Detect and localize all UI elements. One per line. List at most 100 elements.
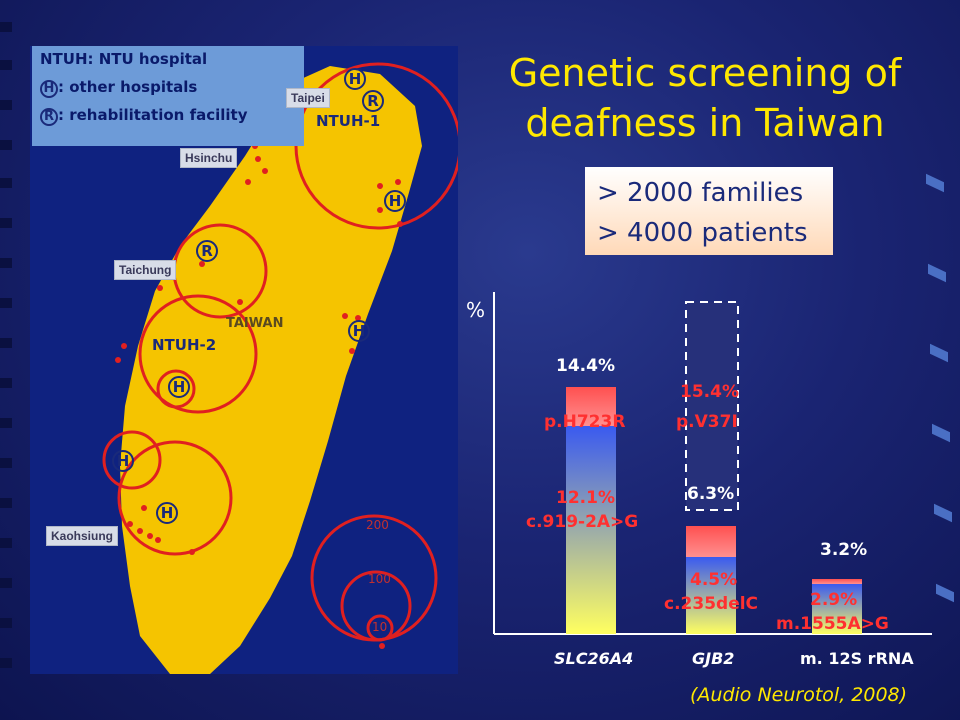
- title-line-2: deafness in Taiwan: [525, 101, 885, 145]
- coverage-circle: [156, 369, 196, 409]
- left-edge-stripe: [0, 658, 12, 668]
- left-edge-stripe: [0, 538, 12, 548]
- site-dot: [189, 549, 195, 555]
- value-label-gjb2-15-4: 15.4%: [680, 382, 739, 402]
- city-label-taipei: Taipei: [286, 88, 330, 108]
- value-label-slc26a4-12-1: 12.1%: [556, 488, 615, 508]
- site-dot: [147, 533, 153, 539]
- site-dot: [157, 285, 163, 291]
- site-dot: [255, 156, 261, 162]
- site-dot: [397, 221, 403, 227]
- left-edge-stripe: [0, 378, 12, 388]
- hospital-icon: H: [168, 376, 190, 398]
- city-label-taichung: Taichung: [114, 260, 177, 280]
- scale-circle-10: [366, 614, 394, 642]
- legend-other-hospitals: H: other hospitals: [40, 78, 197, 98]
- left-edge-stripe: [0, 258, 12, 268]
- site-dot: [377, 207, 383, 213]
- coverage-circle: [102, 430, 162, 490]
- legend-other-hospitals-label: : other hospitals: [58, 78, 198, 96]
- taiwan-island: [120, 66, 422, 674]
- rehabilitation-icon: R: [196, 240, 218, 262]
- ntuh1-label: NTUH-1: [316, 112, 381, 130]
- mutation-label-p-h723r: p.H723R: [544, 412, 626, 432]
- category-label-gjb2: GJB2: [692, 649, 735, 668]
- legend-rehab: R: rehabilitation facility: [40, 106, 247, 126]
- left-edge-stripe: [0, 618, 12, 628]
- bar-segment-top-slc26a4: [566, 387, 616, 427]
- stats-box: > 2000 families > 4000 patients: [585, 167, 833, 255]
- left-edge-stripe: [0, 458, 12, 468]
- title-line-1: Genetic screening of: [508, 51, 902, 95]
- site-dot: [245, 179, 251, 185]
- bar-segment-bottom-gjb2: [686, 556, 736, 634]
- scale-label-100: 100: [368, 572, 391, 586]
- left-edge-stripe: [0, 178, 12, 188]
- left-edge-stripe: [0, 218, 12, 228]
- hospital-icon: H: [40, 80, 58, 98]
- citation: (Audio Neurotol, 2008): [690, 684, 908, 706]
- site-dot: [379, 643, 385, 649]
- left-edge-stripe: [0, 60, 12, 70]
- taiwan-map-panel: NTUH: NTU hospital H: other hospitals R:…: [30, 46, 458, 674]
- bar-slc26a4: [566, 387, 616, 634]
- site-dot: [155, 537, 161, 543]
- category-label-slc26a4: SLC26A4: [554, 649, 634, 668]
- left-edge-stripe: [0, 418, 12, 428]
- stat-patients: > 4000 patients: [597, 218, 808, 248]
- hospital-icon: H: [112, 450, 134, 472]
- taiwan-map: [102, 62, 458, 674]
- bar-segment-top-gjb2: [686, 525, 736, 557]
- left-edge-stripe: [0, 338, 12, 348]
- hospital-icon: H: [344, 68, 366, 90]
- coverage-circle: [117, 440, 233, 556]
- value-label-gjb2-4-5: 4.5%: [690, 570, 738, 590]
- bar-segment-bottom-12s: [812, 584, 862, 634]
- left-edge-stripe: [0, 498, 12, 508]
- site-dot: [141, 505, 147, 511]
- gjb2-total-dashed-bar: [685, 301, 739, 511]
- bar-gjb2: [686, 525, 736, 634]
- scale-label-10: 10: [372, 620, 388, 634]
- hospital-icon: H: [156, 502, 178, 524]
- site-dot: [355, 315, 361, 321]
- total-label-slc26a4: 14.4%: [556, 356, 615, 376]
- bar-segment-top-12s: [812, 579, 862, 585]
- total-label-12s: 3.2%: [820, 540, 868, 560]
- hospital-icon: H: [384, 190, 406, 212]
- bar-12s: [812, 579, 862, 634]
- city-label-hsinchu: Hsinchu: [180, 148, 238, 168]
- mutation-label-p-v37i: p.V37I: [676, 412, 738, 432]
- site-dot: [121, 343, 127, 349]
- value-label-12s-2-9: 2.9%: [810, 590, 858, 610]
- site-dot: [199, 261, 205, 267]
- site-dot: [342, 313, 348, 319]
- left-edge-stripe: [0, 140, 12, 150]
- map-legend: NTUH: NTU hospital H: other hospitals R:…: [32, 46, 304, 146]
- site-dot: [395, 179, 401, 185]
- coverage-circle: [294, 62, 458, 230]
- coverage-circle: [138, 294, 258, 414]
- y-axis-label: %: [466, 298, 486, 322]
- legend-ntuh: NTUH: NTU hospital: [40, 50, 208, 68]
- site-dot: [262, 168, 268, 174]
- legend-rehab-label: : rehabilitation facility: [58, 106, 248, 124]
- left-edge-stripe: [0, 578, 12, 588]
- slide-title: Genetic screening of deafness in Taiwan: [470, 48, 940, 148]
- city-label-kaohsiung: Kaohsiung: [46, 526, 118, 546]
- hospital-icon: H: [348, 320, 370, 342]
- site-dot: [237, 299, 243, 305]
- ntuh2-label: NTUH-2: [152, 336, 217, 354]
- left-edge-stripe: [0, 298, 12, 308]
- mutation-label-c235delc: c.235delC: [664, 594, 759, 614]
- island-label: TAIWAN: [226, 316, 284, 331]
- mutation-label-m1555: m.1555A>G: [776, 614, 889, 634]
- left-edge-stripe: [0, 100, 12, 110]
- site-dot: [137, 528, 143, 534]
- site-dot: [377, 183, 383, 189]
- site-dot: [349, 348, 355, 354]
- site-dot: [127, 521, 133, 527]
- mutation-label-c919: c.919-2A>G: [526, 512, 639, 532]
- rehabilitation-icon: R: [362, 90, 384, 112]
